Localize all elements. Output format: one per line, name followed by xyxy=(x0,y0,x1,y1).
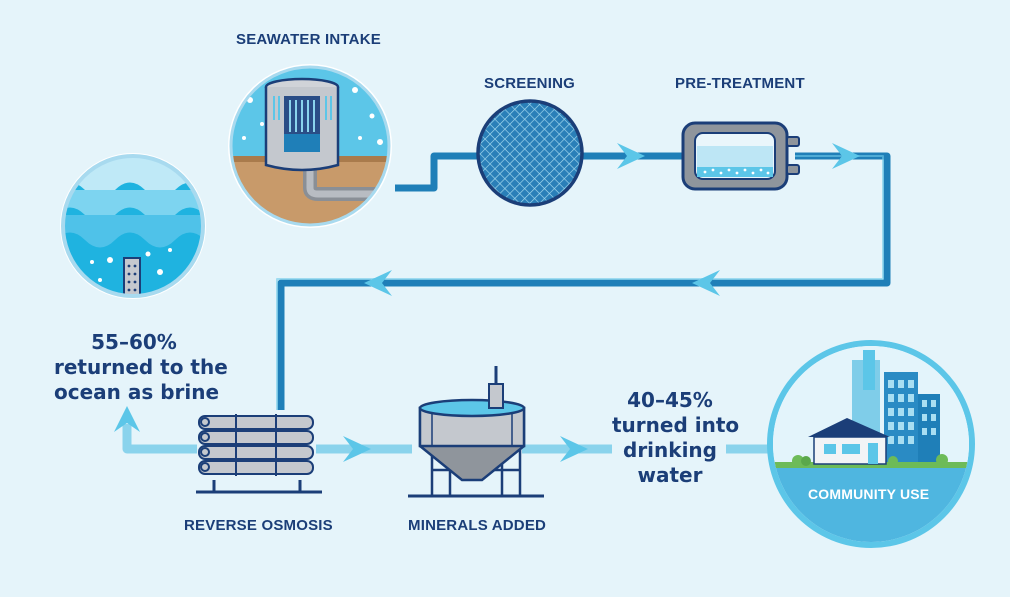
label-screening: SCREENING xyxy=(484,75,575,92)
label-community-use: COMMUNITY USE xyxy=(808,486,930,502)
arrow-left-1 xyxy=(692,270,720,296)
flow-arrows xyxy=(114,143,860,462)
brine-note: 55–60% returned to the ocean as brine xyxy=(54,330,228,405)
arrow-left-2 xyxy=(364,270,392,296)
arrow-right-1 xyxy=(617,143,645,169)
label-seawater-intake: SEAWATER INTAKE xyxy=(236,31,381,48)
minerals-tank-icon xyxy=(408,366,544,498)
label-minerals-added: MINERALS ADDED xyxy=(408,517,547,534)
ocean-outlet-icon xyxy=(60,153,206,299)
brine-percentage: 55–60% xyxy=(91,330,177,354)
drinking-text-line-3: drinking xyxy=(623,438,717,462)
brine-text-line-3: ocean as brine xyxy=(54,380,220,404)
pipe-intake-to-screening xyxy=(395,152,480,192)
label-reverse-osmosis: REVERSE OSMOSIS xyxy=(184,517,333,534)
community-icon xyxy=(767,340,975,548)
pipe-brine-outlet xyxy=(122,424,197,454)
drinking-text-line-2: turned into xyxy=(612,413,740,437)
seawater-intake-icon xyxy=(228,64,392,228)
brine-text-line-2: returned to the xyxy=(54,355,228,379)
reverse-osmosis-icon xyxy=(196,414,322,494)
drinking-note: 40–45% turned into drinking water xyxy=(612,388,740,488)
label-pre-treatment: PRE-TREATMENT xyxy=(675,75,805,92)
drinking-percentage: 40–45% xyxy=(627,388,713,412)
arrow-right-3 xyxy=(343,436,371,462)
screening-icon xyxy=(476,99,584,207)
pre-treatment-icon xyxy=(681,121,800,191)
arrow-right-4 xyxy=(560,436,588,462)
drinking-text-line-4: water xyxy=(637,463,703,487)
arrow-up-brine xyxy=(114,406,140,432)
arrow-right-2 xyxy=(832,143,860,169)
